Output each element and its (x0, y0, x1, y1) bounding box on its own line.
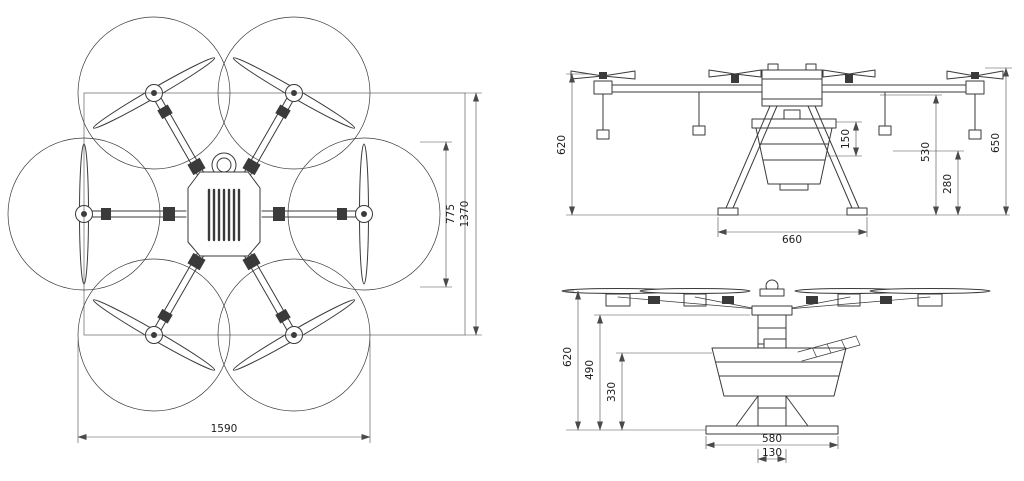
dim-label-580: 580 (762, 433, 782, 445)
center-body (187, 152, 261, 257)
dim-label-150: 150 (840, 129, 852, 149)
front-view: 620 660 150 530 280 650 (556, 63, 1012, 246)
dim-label-530: 530 (920, 142, 932, 162)
dim-label-130: 130 (762, 447, 782, 459)
dim-label-1370: 1370 (459, 201, 471, 228)
top-view-dimensions (77, 92, 482, 443)
top-view: 1590 775 1370 (7, 16, 482, 443)
dim-label-620-side: 620 (562, 347, 574, 367)
dim-label-280: 280 (942, 174, 954, 194)
dim-label-660: 660 (782, 234, 802, 246)
tank-side (711, 335, 861, 397)
arm-clamps (101, 104, 347, 324)
battery-vents (207, 188, 241, 242)
side-propellers (561, 279, 991, 307)
spray-boom (797, 335, 861, 362)
dim-label-650: 650 (990, 133, 1002, 153)
dim-label-620-front: 620 (556, 135, 568, 155)
dim-label-330: 330 (606, 382, 618, 402)
side-arms (617, 296, 931, 310)
front-propellers (570, 69, 1004, 83)
dim-label-1590: 1590 (211, 423, 238, 435)
tank-front (751, 109, 837, 191)
spray-nozzles-front (596, 91, 982, 140)
front-frame (593, 63, 985, 107)
dim-label-490: 490 (584, 360, 596, 380)
front-view-dimensions (566, 67, 1012, 237)
dim-label-775: 775 (445, 204, 457, 224)
side-view-dimensions (562, 290, 839, 463)
side-view: 620 490 330 580 130 (561, 279, 991, 463)
